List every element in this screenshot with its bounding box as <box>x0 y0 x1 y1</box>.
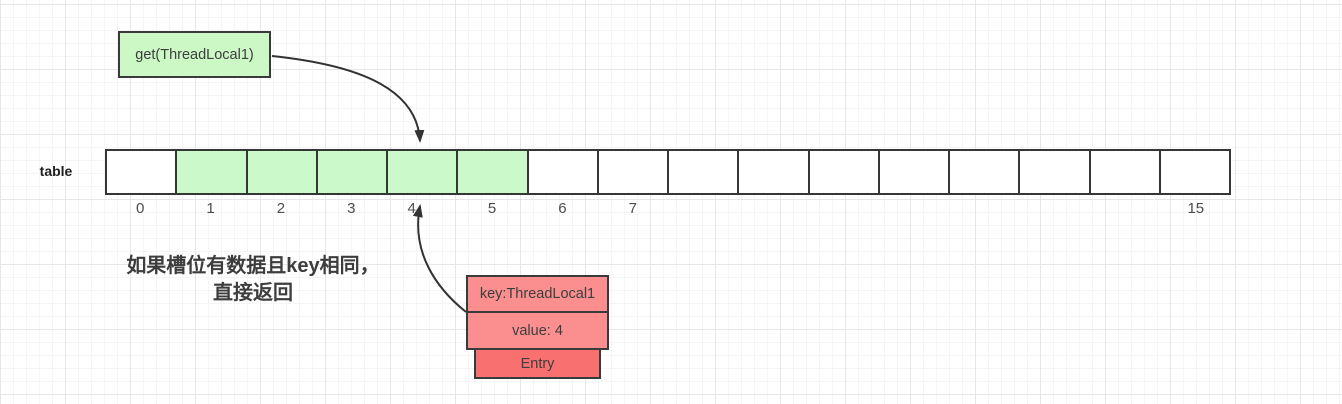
annotation-line2: 直接返回 <box>213 282 293 304</box>
hash-table-array <box>105 149 1231 195</box>
table-label: table <box>39 163 73 179</box>
slot-index-label <box>950 200 1020 218</box>
slot-index-label <box>879 200 949 218</box>
table-slot <box>317 151 388 193</box>
table-slot <box>458 151 529 193</box>
table-slot <box>669 151 740 193</box>
slot-index-label <box>1090 200 1160 218</box>
table-slot <box>388 151 459 193</box>
get-call-label: get(ThreadLocal1) <box>135 46 254 63</box>
table-slot <box>598 151 669 193</box>
table-slot <box>1160 151 1229 193</box>
table-slot <box>809 151 880 193</box>
table-slot <box>177 151 248 193</box>
entry-value-label: value: 4 <box>512 322 563 339</box>
slot-index-label <box>809 200 879 218</box>
table-slot <box>879 151 950 193</box>
table-slot <box>739 151 810 193</box>
table-slot <box>1020 151 1091 193</box>
slot-index-label <box>1020 200 1090 218</box>
get-call-box: get(ThreadLocal1) <box>118 31 271 78</box>
table-slot <box>950 151 1021 193</box>
entry-type-box: Entry <box>474 348 601 379</box>
table-slot <box>247 151 318 193</box>
entry-value-box: value: 4 <box>466 311 609 350</box>
entry-type-label: Entry <box>520 355 555 372</box>
slot-index-label <box>668 200 738 218</box>
get-arrow <box>271 55 425 143</box>
slot-index-label: 3 <box>347 200 356 217</box>
slot-index-label: 2 <box>276 200 286 217</box>
slot-index-label <box>738 200 808 218</box>
slot-index-label: 15 <box>1187 200 1205 217</box>
entry-key-box: key:ThreadLocal1 <box>466 275 609 313</box>
slot-index-labels: 0 1 2 3 4 5 6 7 15 <box>105 200 1231 218</box>
entry-key-label: key:ThreadLocal1 <box>479 286 596 302</box>
table-slot <box>107 151 178 193</box>
slot-index-label: 0 <box>136 200 145 217</box>
slot-index-label: 7 <box>628 200 637 217</box>
annotation-line1: 如果槽位有数据且key相同， <box>126 255 380 277</box>
table-slot <box>528 151 599 193</box>
annotation-text: 如果槽位有数据且key相同， 直接返回 <box>108 253 398 307</box>
slot-index-label: 5 <box>487 200 497 217</box>
slot-index-label: 4 <box>407 200 416 217</box>
entry-arrow <box>412 204 467 313</box>
slot-index-label: 6 <box>558 200 567 217</box>
table-slot <box>1090 151 1161 193</box>
slot-index-label: 1 <box>206 200 215 217</box>
